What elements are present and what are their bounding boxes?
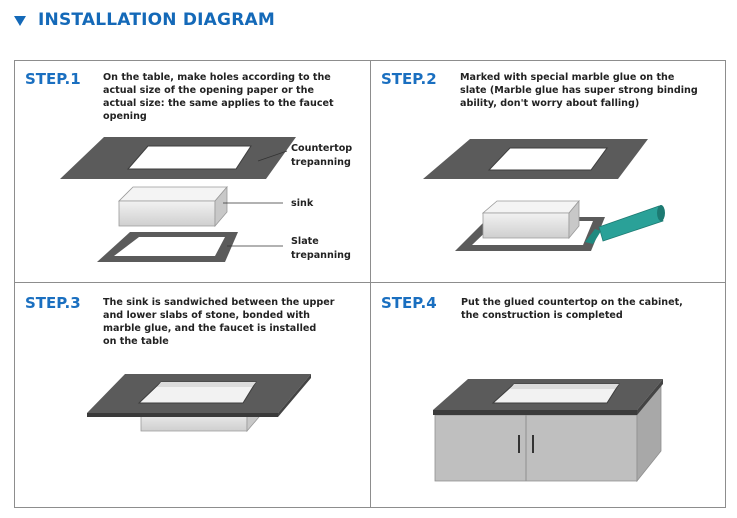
step-4-line: Put the glued countertop on the cabinet,	[461, 297, 683, 308]
triangle-down-icon	[14, 16, 26, 26]
step-2-line: Marked with special marble glue on the	[460, 72, 675, 83]
grid-divider-vertical	[370, 61, 371, 507]
step-3-line: on the table	[103, 336, 169, 347]
callout-sink: sink	[291, 198, 314, 209]
step-4-line: the construction is completed	[461, 310, 623, 321]
step-3-label: STEP.3	[25, 294, 81, 312]
step-3-panel: STEP.3 The sink is sandwiched between th…	[15, 283, 370, 509]
step-2-panel: STEP.2 Marked with special marble glue o…	[371, 61, 727, 282]
sink-basin	[481, 199, 580, 240]
countertop-slab	[433, 379, 663, 415]
section-header: INSTALLATION DIAGRAM	[14, 8, 275, 32]
step-1-line: actual size of the opening paper or the	[103, 85, 314, 96]
step-2-line: ability, don't worry about falling)	[460, 98, 640, 109]
slate-frame	[97, 232, 238, 262]
step-1-panel: Countertop trepanning sink Slate trepann…	[15, 61, 370, 282]
glue-tube-icon	[585, 205, 665, 244]
grid-divider-horizontal	[15, 282, 725, 283]
callout-countertop: Countertop	[291, 143, 352, 154]
step-3-illustration	[87, 374, 311, 433]
callout-slate: Slate	[291, 236, 319, 247]
countertop-slab	[423, 139, 648, 179]
step-4-panel: STEP.4 Put the glued countertop on the c…	[371, 283, 727, 509]
step-3-line: and lower slabs of stone, bonded with	[103, 310, 310, 321]
step-3-description: The sink is sandwiched between the upper…	[103, 296, 353, 348]
step-4-illustration	[433, 379, 663, 483]
step-1-line: On the table, make holes according to th…	[103, 72, 331, 83]
step-4-description: Put the glued countertop on the cabinet,…	[461, 296, 713, 322]
step-4-label: STEP.4	[381, 294, 437, 312]
countertop-slab	[87, 374, 311, 417]
step-2-illustration	[423, 139, 665, 251]
step-1-label: STEP.1	[25, 70, 81, 88]
step-2-line: slate (Marble glue has super strong bind…	[460, 85, 698, 96]
steps-grid: Countertop trepanning sink Slate trepann…	[14, 60, 726, 508]
step-3-line: The sink is sandwiched between the upper	[103, 297, 335, 308]
countertop-slab	[60, 137, 296, 179]
step-1-description: On the table, make holes according to th…	[103, 71, 351, 123]
step-2-label: STEP.2	[381, 70, 437, 88]
step-1-line: actual size: the same applies to the fau…	[103, 98, 334, 109]
step-2-description: Marked with special marble glue on the s…	[460, 71, 712, 110]
step-3-line: marble glue, and the faucet is installed	[103, 323, 317, 334]
callout-countertop-trepanning: trepanning	[291, 157, 351, 168]
step-1-line: opening	[103, 111, 147, 122]
sink-basin	[118, 185, 228, 228]
section-title: INSTALLATION DIAGRAM	[38, 10, 275, 30]
cabinet	[434, 382, 662, 483]
callout-slate-trepanning: trepanning	[291, 250, 351, 261]
step-1-illustration: Countertop trepanning sink Slate trepann…	[60, 137, 352, 262]
